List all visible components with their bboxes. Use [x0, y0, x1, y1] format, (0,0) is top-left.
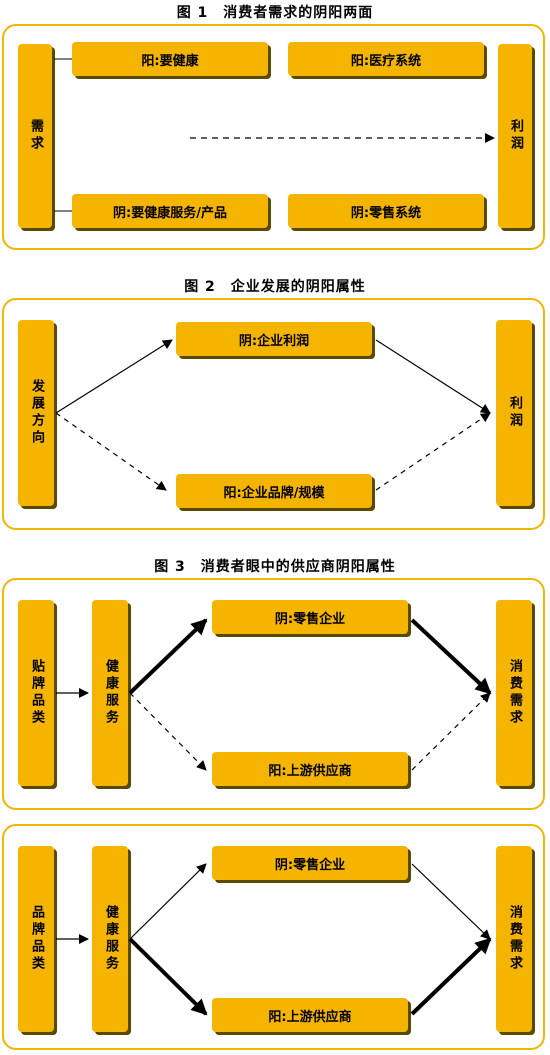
fig2-direction-box: 发展方向 — [18, 320, 54, 506]
fig1-demand-box: 需求 — [18, 44, 52, 228]
fig3b-yang-supplier-box: 阳:上游供应商 — [212, 998, 408, 1032]
fig3b-health-service-box: 健康服务 — [92, 846, 128, 1032]
fig3b-brand-box: 品牌品类 — [18, 846, 54, 1032]
fig3a-oem-box: 贴牌品类 — [18, 600, 54, 786]
fig3b-consumer-demand-box: 消费需求 — [496, 846, 532, 1032]
fig1-yang-medical-box: 阳:医疗系统 — [288, 42, 484, 76]
fig3b-yin-retail-box: 阴:零售企业 — [212, 846, 408, 880]
fig1-yin-retail-box: 阴:零售系统 — [288, 194, 484, 228]
fig1-profit-box: 利润 — [498, 44, 532, 228]
fig2-profit-box: 利润 — [496, 320, 532, 506]
fig3-title: 图 3 消费者眼中的供应商阴阳属性 — [154, 559, 396, 575]
fig3a-consumer-demand-box: 消费需求 — [496, 600, 532, 786]
fig1-title: 图 1 消费者需求的阴阳两面 — [176, 5, 374, 21]
fig1-yin-service-box: 阴:要健康服务/产品 — [72, 194, 268, 228]
fig3a-yin-retail-box: 阴:零售企业 — [212, 600, 408, 634]
fig2-yang-brand-box: 阳:企业品牌/规模 — [176, 474, 372, 508]
fig3a-yang-supplier-box: 阳:上游供应商 — [212, 752, 408, 786]
fig3a-health-service-box: 健康服务 — [92, 600, 128, 786]
fig1-yang-health-box: 阳:要健康 — [72, 42, 268, 76]
fig2-yin-profit-box: 阴:企业利润 — [176, 322, 372, 356]
fig2-title: 图 2 企业发展的阴阳属性 — [184, 279, 366, 295]
